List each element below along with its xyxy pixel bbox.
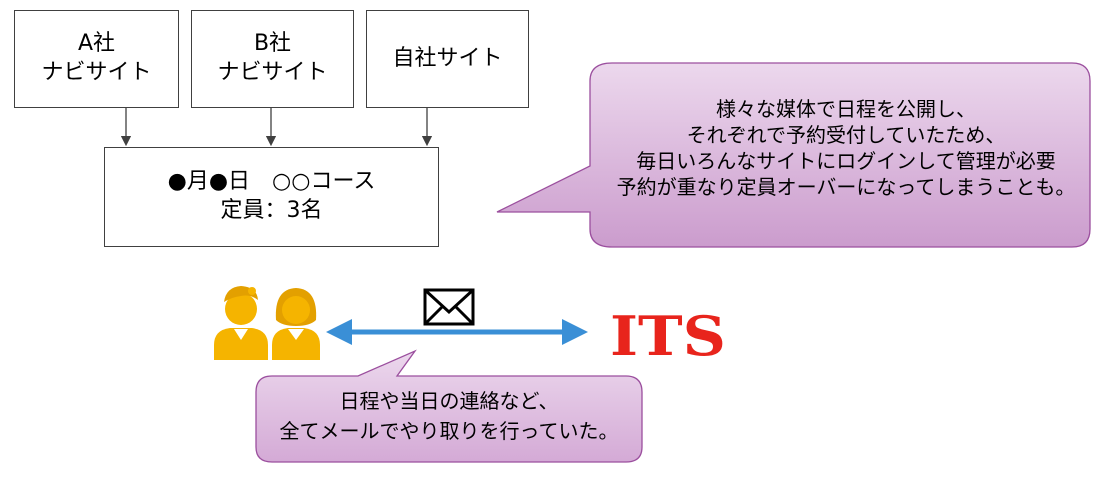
callout-top-line-4: 予約が重なり定員オーバーになってしまうことも。 [616, 175, 1076, 199]
b-site-line2: ナビサイト [217, 60, 328, 85]
envelope-icon [423, 288, 475, 326]
own-site-label: 自社サイト [392, 45, 503, 71]
b-company-navi-site-box: B社 ナビサイト [191, 10, 354, 108]
callout-top-line-2: それぞれで予約受付していたため、 [686, 123, 1006, 147]
two-people-icon [214, 286, 320, 360]
its-logo: ITS [610, 304, 726, 368]
callout-top-bubble [496, 62, 1091, 248]
callout-bottom-line-2: 全てメールでやり取りを行っていた。 [279, 419, 619, 443]
double-arrow [326, 319, 588, 345]
b-site-line1: B社 [253, 31, 292, 57]
callout-top-line-3: 毎日いろんなサイトにログインして管理が必要 [636, 149, 1056, 173]
its-logo-text: ITS [610, 304, 726, 368]
a-site-line1: A社 [77, 31, 116, 57]
a-company-navi-site-box: A社 ナビサイト [14, 10, 179, 108]
callout-top-line-1: 様々な媒体で日程を公開し、 [716, 97, 976, 121]
course-capacity-line: 定員：3名 [220, 198, 323, 223]
callout-bottom-bubble [255, 349, 643, 463]
own-site-box: 自社サイト [366, 10, 529, 108]
callout-top-text: 様々な媒体で日程を公開し、 それぞれで予約受付していたため、 毎日いろんなサイト… [596, 96, 1096, 200]
callout-bottom-text: 日程や当日の連絡など、 全てメールでやり取りを行っていた。 [258, 386, 640, 446]
course-box: ●月●日 ○○コース 定員：3名 [104, 147, 439, 247]
course-date-line: ●月●日 ○○コース [167, 169, 376, 195]
callout-bottom-line-1: 日程や当日の連絡など、 [339, 389, 559, 413]
a-site-line2: ナビサイト [41, 60, 152, 85]
